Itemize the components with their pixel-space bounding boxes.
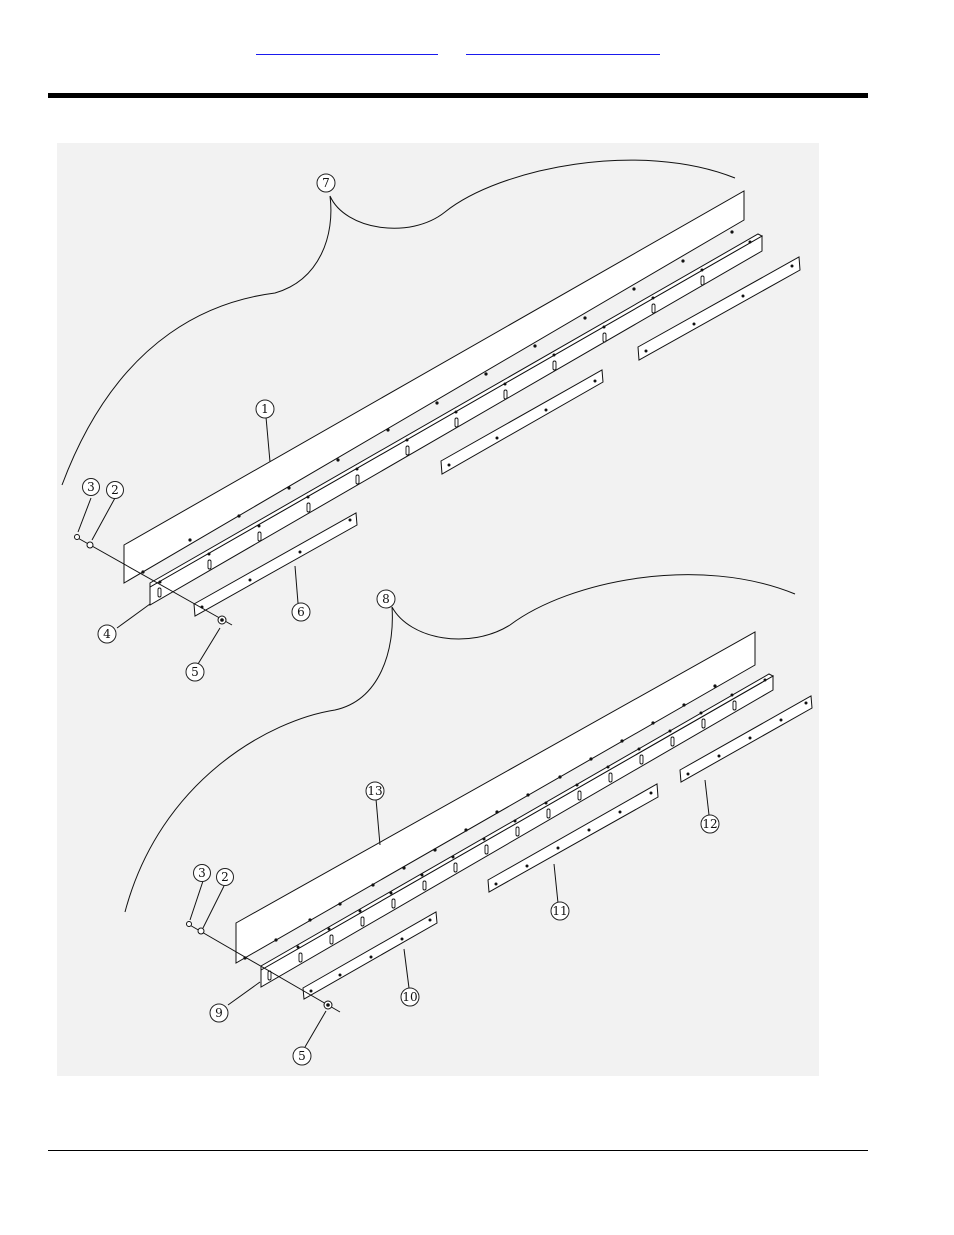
svg-text:3: 3 bbox=[198, 866, 206, 880]
svg-text:2: 2 bbox=[221, 870, 229, 884]
svg-text:11: 11 bbox=[552, 904, 567, 918]
callout-3-upper: 3 bbox=[83, 479, 100, 496]
callout-7: 7 bbox=[317, 174, 335, 192]
svg-text:3: 3 bbox=[87, 480, 95, 494]
svg-text:1: 1 bbox=[261, 402, 269, 416]
part-13-panel bbox=[236, 632, 755, 963]
callout-5-lower: 5 bbox=[293, 1047, 311, 1065]
svg-text:10: 10 bbox=[402, 990, 417, 1004]
svg-text:12: 12 bbox=[702, 817, 717, 831]
callout-1: 1 bbox=[256, 400, 274, 418]
svg-text:8: 8 bbox=[382, 592, 390, 606]
svg-text:9: 9 bbox=[215, 1006, 223, 1020]
callout-3-lower: 3 bbox=[194, 865, 211, 882]
callout-8: 8 bbox=[377, 590, 395, 608]
svg-text:7: 7 bbox=[322, 176, 330, 190]
part-1-panel bbox=[124, 191, 744, 583]
callout-6: 6 bbox=[292, 603, 310, 621]
callout-10: 10 bbox=[401, 988, 419, 1006]
callout-5-upper: 5 bbox=[186, 663, 204, 681]
svg-text:5: 5 bbox=[298, 1049, 306, 1063]
svg-text:4: 4 bbox=[103, 627, 111, 641]
callout-9: 9 bbox=[210, 1004, 228, 1022]
callout-4: 4 bbox=[98, 625, 116, 643]
part-12-strip bbox=[680, 696, 812, 782]
callout-12: 12 bbox=[701, 815, 719, 833]
part-10-strip bbox=[303, 912, 437, 999]
part-1-holes bbox=[141, 230, 733, 573]
callout-13: 13 bbox=[366, 782, 384, 800]
svg-text:13: 13 bbox=[367, 784, 382, 798]
part-9-flange bbox=[261, 674, 773, 970]
callout-2-upper: 2 bbox=[107, 482, 124, 499]
callout-11: 11 bbox=[551, 902, 569, 920]
svg-text:6: 6 bbox=[297, 605, 305, 619]
svg-text:5: 5 bbox=[191, 665, 199, 679]
svg-text:2: 2 bbox=[111, 483, 119, 497]
callout-2-lower: 2 bbox=[217, 869, 234, 886]
